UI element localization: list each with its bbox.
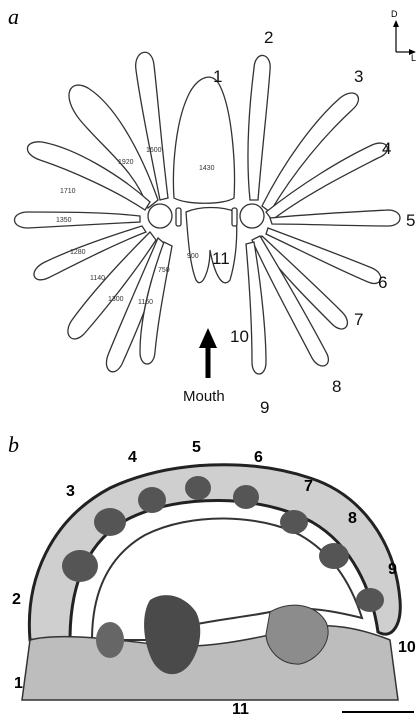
a-number-2: 2 [264,28,273,47]
a-number-1: 1 [213,67,222,86]
value-1160: 1160 [138,299,153,306]
histology-section [22,465,400,700]
b-number-3: 3 [66,483,75,500]
b-number-4: 4 [128,449,137,466]
a-number-4: 4 [382,139,391,158]
panel-b-letter: b [8,432,19,457]
mouth-label: Mouth [183,388,225,405]
lateral-label: L [411,53,416,63]
b-number-5: 5 [192,439,201,456]
a-number-3: 3 [354,67,363,86]
right-slit [232,208,237,226]
tentacle-outlines [15,52,401,374]
b-number-10: 10 [398,639,416,656]
value-1710: 1710 [60,188,76,195]
b-number-8: 8 [348,510,357,527]
a-number-10: 10 [230,327,249,346]
orientation-marker: D L [391,9,416,63]
value-1350: 1350 [56,217,72,224]
tentacle-outline [270,210,400,226]
dorsal-label: D [391,9,398,19]
value-1920: 1920 [118,159,134,166]
right-eye-circle [240,204,264,228]
a-number-8: 8 [332,377,341,396]
a-number-11: 11 [212,249,230,268]
value-1280: 1280 [70,249,86,256]
b-number-7: 7 [304,478,313,495]
left-eye-circle [148,204,172,228]
a-number-7: 7 [354,310,363,329]
a-number-6: 6 [378,273,387,292]
b-number-6: 6 [254,449,263,466]
value-1600: 1600 [146,147,162,154]
mouth-arrow [199,328,217,378]
value-1430: 1430 [199,165,215,172]
central-lower-lobe [186,208,237,283]
b-number-1: 1 [14,675,23,692]
panel-a-letter: a [8,4,19,29]
b-number-11: 11 [232,701,249,717]
a-number-9: 9 [260,398,269,417]
b-number-2: 2 [12,591,21,608]
a-number-5: 5 [406,211,415,230]
value-1140: 1140 [90,275,105,282]
value-750: 750 [158,267,170,274]
b-number-9: 9 [388,561,397,578]
tentacle-outline [15,212,141,228]
central-oral-lobe [173,77,234,203]
tentacle-outline [248,55,270,200]
value-1300: 1300 [108,296,124,303]
left-slit [176,208,181,226]
value-900: 900 [187,253,199,260]
